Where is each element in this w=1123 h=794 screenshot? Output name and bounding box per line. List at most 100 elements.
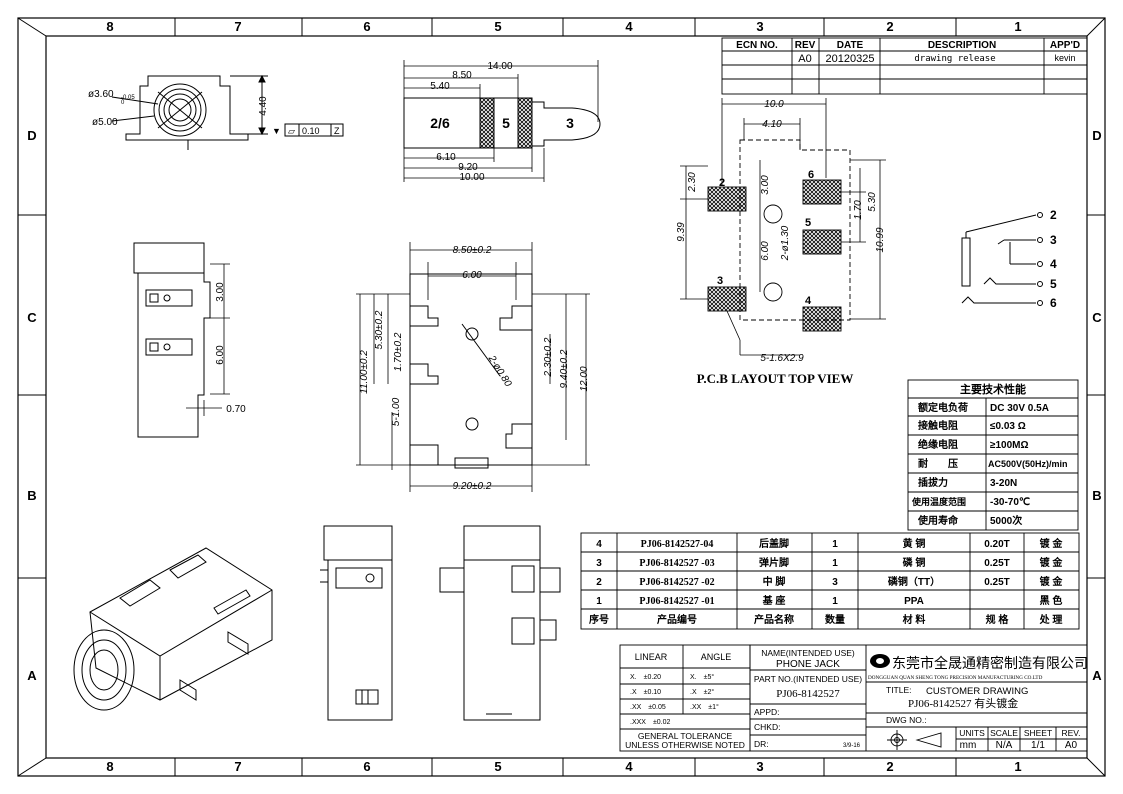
bom-part: PJ06-8142527 -02 — [639, 577, 714, 588]
plug-view-labels: 14.00 8.50 5.40 6.10 9.20 10.00 2/6 5 3 — [430, 61, 574, 183]
plug-dim-920: 9.20 — [458, 162, 478, 173]
tb-name-value: PHONE JACK — [776, 659, 840, 670]
pcb-pad-note: 5-1.6X2.9 — [760, 353, 804, 364]
pcb-dim-939: 9.39 — [676, 222, 687, 242]
front-view-labels: ø3.60 -0.05 0 ø5.00 4.40 ▼ ⏥ 0.10 Z — [88, 89, 340, 136]
tb-title-part: PJ06-8142527 有头镀金 — [908, 696, 1018, 710]
tb-company-cn: 东莞市全晟通精密制造有限公司 — [892, 655, 1088, 672]
main-dim-bottom: 9.20±0.2 — [453, 481, 492, 492]
schematic-pins: 2 3 4 5 6 — [1050, 208, 1057, 310]
specs-title: 主要技术性能 — [960, 382, 1026, 396]
bom-name: 中 脚 — [763, 575, 786, 588]
side-dim-600: 6.00 — [215, 345, 226, 365]
front-height: 4.40 — [258, 96, 269, 116]
tb-scale-label: SCALE — [990, 728, 1018, 738]
pin-2: 2 — [1050, 208, 1057, 222]
rev-header-ecn: ECN NO. — [736, 40, 778, 51]
tb-rev-value: A0 — [1065, 740, 1078, 751]
bom-finish: 镀 金 — [1040, 537, 1064, 550]
zone-col-bottom: 8 — [106, 759, 113, 774]
front-dia-tol2: 0 — [121, 100, 125, 106]
title-block: NAME(INTENDED USE) PHONE JACK PART NO.(I… — [749, 644, 1088, 752]
bom-part: PJ06-8142527-04 — [641, 539, 714, 550]
flatness-datum: Z — [334, 126, 340, 136]
pin-6: 6 — [1050, 296, 1057, 310]
zone-labels: 8 7 6 5 4 3 2 1 8 7 6 5 4 3 2 1 D C B A … — [27, 19, 1102, 774]
plug-dim-540: 5.40 — [430, 81, 450, 92]
spec-label: 接触电阻 — [918, 419, 958, 432]
zone-col-bottom: 2 — [886, 759, 893, 774]
tol-angle: .X ±2° — [690, 688, 714, 696]
zone-col-bottom: 4 — [625, 759, 633, 774]
zone-row-right: A — [1092, 668, 1102, 683]
tol-angle: X. ±5° — [690, 673, 714, 681]
main-dim-top: 8.50±0.2 — [453, 245, 492, 256]
flatness-symbol: ▼ — [272, 126, 281, 136]
bom-no: 4 — [596, 539, 602, 550]
tb-dwg-label: DWG NO.: — [886, 715, 927, 725]
bom-part: PJ06-8142527 -01 — [639, 596, 714, 607]
pin-5: 5 — [1050, 277, 1057, 291]
plug-dim-1000: 10.00 — [459, 172, 484, 183]
main-view — [356, 242, 590, 492]
specs-table: 主要技术性能 额定电负荷 DC 30V 0.5A 接触电阻 ≤0.03 Ω 绝缘… — [907, 379, 1079, 531]
spec-label: 额定电负荷 — [918, 401, 968, 414]
spec-value: 5000次 — [990, 514, 1022, 527]
zone-col-top: 2 — [886, 19, 893, 34]
bom-qty: 3 — [832, 577, 838, 588]
zone-col-top: 7 — [234, 19, 241, 34]
projection-symbol-icon — [887, 730, 942, 750]
spec-label: 耐 压 — [918, 457, 958, 470]
tb-part-value: PJ06-8142527 — [776, 688, 840, 700]
plug-dim-850: 8.50 — [452, 70, 472, 81]
spec-value: ≤0.03 Ω — [990, 421, 1026, 432]
bom-header-part: 产品编号 — [657, 613, 697, 626]
rev-date: 20120325 — [826, 53, 875, 65]
spec-label: 绝缘电阻 — [918, 438, 958, 451]
pcb-dim-300: 3.00 — [760, 175, 771, 195]
spec-value: 3-20N — [990, 478, 1017, 489]
tol-note-2: UNLESS OTHERWISE NOTED — [625, 740, 745, 750]
spec-label: 使用温度范围 — [911, 496, 966, 507]
spec-value: ≥100MΩ — [990, 440, 1029, 451]
main-dim-hole: 2-ø0.80 — [485, 353, 513, 389]
pcb-layout — [680, 98, 886, 356]
bom-header-finish: 处 理 — [1039, 613, 1063, 626]
spec-value: DC 30V 0.5A — [990, 403, 1049, 414]
flatness-icon: ⏥ — [288, 126, 295, 136]
bom-qty: 1 — [832, 596, 838, 607]
zone-row-right: B — [1092, 488, 1101, 503]
zone-col-bottom: 7 — [234, 759, 241, 774]
zone-col-bottom: 5 — [494, 759, 501, 774]
main-dim-1200: 12.00 — [579, 366, 590, 391]
bom-finish: 镀 金 — [1040, 575, 1064, 588]
bom-header-qty: 数量 — [825, 613, 845, 626]
tol-note-1: GENERAL TOLERANCE — [638, 731, 733, 741]
spec-value: -30-70℃ — [990, 497, 1030, 508]
side-view-labels: 3.00 6.00 0.70 — [215, 282, 246, 415]
pcb-dim-410: 4.10 — [762, 119, 782, 130]
front-view — [111, 74, 344, 150]
tb-dr-date: 3/9-16 — [843, 743, 861, 749]
tb-part-label: PART NO.(INTENDED USE) — [754, 674, 862, 684]
main-dim-inner: 6.00 — [462, 270, 482, 281]
tol-linear: .X ±0.10 — [630, 689, 661, 696]
front-elevation — [320, 525, 393, 721]
tol-angle: .XX ±1° — [690, 703, 719, 711]
side-view — [133, 242, 230, 438]
tb-scale-value: N/A — [996, 740, 1013, 751]
bom-material: 黄 铜 — [903, 537, 926, 550]
bom-no: 2 — [596, 577, 602, 588]
pcb-pad-4: 4 — [805, 295, 812, 307]
side-elevation — [439, 525, 561, 721]
plug-dim-total: 14.00 — [487, 61, 512, 72]
pcb-pad-labels: 2 6 5 3 4 — [717, 169, 814, 307]
front-dia-outer: ø3.60 — [88, 89, 114, 100]
zone-col-top: 6 — [363, 19, 370, 34]
zone-row-left: D — [27, 128, 36, 143]
pcb-pad-6: 6 — [808, 169, 814, 181]
spec-label: 使用寿命 — [917, 514, 959, 527]
side-dim-070: 0.70 — [226, 404, 246, 415]
pcb-dim-530: 5.30 — [867, 192, 878, 212]
